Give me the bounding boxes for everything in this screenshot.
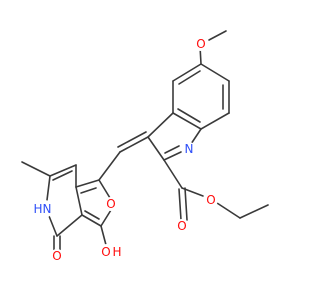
bond-c3-methine-a: [119, 136, 149, 153]
bond-c6-methyl: [21, 161, 51, 177]
ester-ether-oxygen-label: O: [206, 193, 215, 207]
furan-oxygen-atom: O: [104, 197, 118, 211]
bond-carbonyl-o-ether: [181, 187, 204, 197]
furan-oxygen-label: O: [106, 197, 115, 211]
bond-c4-c5: [172, 63, 202, 82]
indole-nitrogen-atom: N: [182, 142, 196, 156]
bond-carbonyl-o-double-a: [178, 188, 182, 221]
bond-c7-c6: [49, 164, 77, 177]
bond-ethyl-ch2-ch3: [239, 204, 269, 219]
lactam-nh-atom: H N: [33, 200, 53, 218]
lactam-carbonyl-oxygen-label: O: [52, 249, 61, 263]
bond-n5-c4: [48, 215, 58, 237]
structure-diagram: O N O O O H N O O H: [21, 30, 269, 263]
ester-carbonyl-oxygen-label: O: [177, 219, 186, 233]
hydroxyl-atom: O H: [99, 244, 124, 260]
bond-c3-c3a-furan: [81, 214, 102, 227]
molecule-canvas: O N O O O H N O O H: [21, 30, 269, 263]
bond-c7a-c3a-inner: [177, 108, 201, 123]
bond-c4-c3a: [56, 214, 83, 237]
bond-c7a-c1-furan: [75, 179, 100, 188]
bond-c1-o-furan: [98, 179, 111, 199]
bond-c5-c6: [200, 63, 230, 82]
bond-carbonyl-o-double-b: [184, 187, 188, 221]
bond-c6-n5: [46, 175, 51, 201]
bond-c7-c6-inner: [52, 170, 73, 181]
bond-c7a-c1-furan-inner: [80, 187, 97, 194]
lactam-hydrogen-label: H: [33, 202, 42, 216]
lactam-carbonyl-oxygen-atom: O: [50, 249, 64, 263]
bond-c2-carbonyl: [163, 159, 183, 189]
bond-c3-methine-b: [117, 131, 147, 148]
bond-c3-hydroxyl: [100, 225, 107, 246]
methoxy-oxygen-atom: O: [194, 37, 208, 51]
bond-o-ethyl-ch2: [216, 202, 241, 219]
bond-c2-c3: [147, 136, 165, 161]
bond-c7a-c3a: [172, 112, 202, 130]
ester-carbonyl-oxygen-atom: O: [175, 219, 189, 233]
bond-c3-c3a-furan-inner: [84, 210, 100, 220]
bond-c7-c7a: [200, 112, 230, 130]
indole-nitrogen-label: N: [185, 142, 194, 156]
ester-ether-oxygen-atom: O: [204, 193, 218, 207]
bond-c3a-c7a-furan: [75, 186, 83, 216]
bond-c4-c5-inner: [178, 70, 201, 85]
bond-c3-c3a: [147, 112, 174, 138]
atom-labels: O N O O O H N O O H: [33, 37, 218, 263]
hydroxyl-hydrogen-label: H: [112, 245, 121, 259]
bond-n1-c2-inner: [164, 145, 180, 154]
bond-c7a-n1: [190, 128, 202, 145]
bonds: [21, 30, 269, 251]
lactam-nitrogen-label: N: [43, 202, 52, 216]
bond-n1-c2: [163, 151, 182, 161]
methoxy-oxygen-label: O: [196, 37, 205, 51]
hydroxyl-oxygen-label: O: [101, 245, 110, 259]
bond-o-furan-c3: [100, 209, 112, 227]
bond-methyl-o: [208, 30, 227, 41]
bond-methine-c1: [98, 151, 121, 181]
